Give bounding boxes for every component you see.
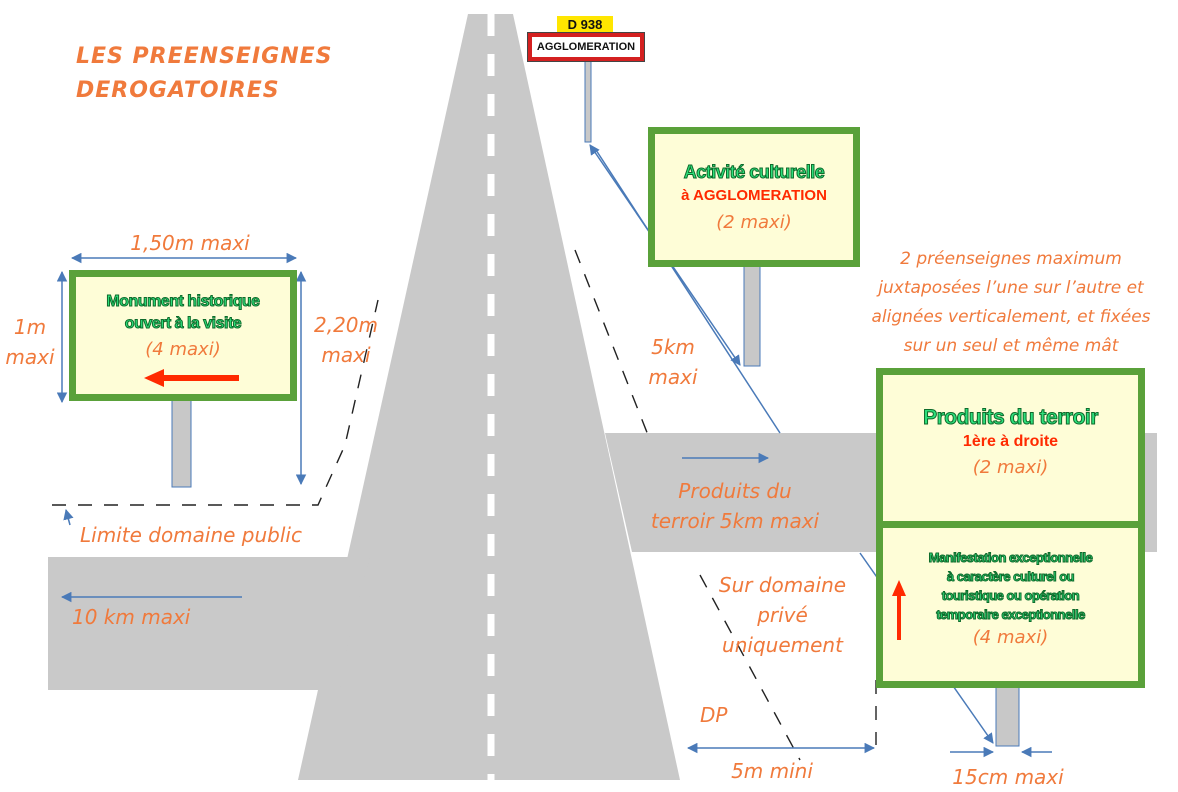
page-title-line-1: LES PREENSEIGNES xyxy=(76,44,333,69)
produits-distance-line-2: terroir 5km maxi xyxy=(650,509,820,533)
total-height-label-line-2: maxi xyxy=(321,343,371,367)
manifestation-sign-count: (4 maxi) xyxy=(972,627,1049,648)
manifestation-sign: Manifestation exceptionnelle à caractère… xyxy=(876,521,1145,688)
produits-sign-line-2: 1ère à droite xyxy=(962,433,1059,450)
agglomeration-sign-post xyxy=(584,59,592,143)
stacked-sign-post xyxy=(995,683,1020,747)
manifestation-sign-line-2: à caractère culturel ou xyxy=(946,569,1075,585)
five-km-label-line-1: 5km xyxy=(651,335,695,359)
mast-note-line-4: sur un seul et même mât xyxy=(903,336,1119,356)
culture-sign-line-2: à AGGLOMERATION xyxy=(681,187,827,204)
main-road xyxy=(298,14,680,780)
public-limit-label: Limite domaine public xyxy=(80,523,302,547)
culture-sign-count: (2 maxi) xyxy=(716,212,792,233)
five-km-label-line-2: maxi xyxy=(648,365,698,389)
left-arrow-icon xyxy=(144,369,239,387)
five-m-label: 5m mini xyxy=(731,759,813,783)
private-domain-line-2: privé xyxy=(757,603,808,627)
manifestation-sign-line-3: touristique ou opération xyxy=(941,588,1080,604)
height-label-line-2: maxi xyxy=(5,345,55,369)
up-arrow-icon xyxy=(892,580,906,640)
total-height-label-line-1: 2,20m xyxy=(313,313,378,337)
monument-sign-line-2: ouvert à la visite xyxy=(124,315,242,333)
private-domain-line-1: Sur domaine xyxy=(718,573,847,597)
fifteen-cm-label: 15cm maxi xyxy=(952,765,1064,789)
manifestation-sign-line-1: Manifestation exceptionnelle xyxy=(928,550,1093,566)
monument-sign-post xyxy=(171,399,192,488)
public-domain-limit-lines xyxy=(52,249,877,761)
culture-sign-post xyxy=(743,265,761,367)
culture-sign: Activité culturelle à AGGLOMERATION (2 m… xyxy=(648,127,860,267)
mast-note-line-1: 2 préenseignes maximum xyxy=(900,249,1122,269)
private-domain-label: Sur domaine privé uniquement xyxy=(700,570,865,660)
ten-km-label: 10 km maxi xyxy=(72,605,191,629)
produits-distance-label: Produits du terroir 5km maxi xyxy=(630,476,840,536)
culture-sign-line-1: Activité culturelle xyxy=(683,162,825,183)
produits-sign-count: (2 maxi) xyxy=(972,457,1049,478)
agglomeration-road-sign: AGGLOMERATION xyxy=(527,32,645,62)
left-road-curve xyxy=(330,557,370,690)
monument-sign-count: (4 maxi) xyxy=(145,339,221,360)
page-title: LES PREENSEIGNES DEROGATOIRES xyxy=(76,40,333,108)
produits-distance-line-1: Produits du xyxy=(678,479,792,503)
width-label: 1,50m maxi xyxy=(130,231,250,255)
mast-note: 2 préenseignes maximum juxtaposées l’une… xyxy=(850,245,1172,361)
left-road xyxy=(48,557,370,690)
height-label: 1m maxi xyxy=(4,312,56,372)
mast-note-line-3: alignées verticalement, et fixées xyxy=(871,307,1151,327)
produits-sign: Produits du terroir 1ère à droite (2 max… xyxy=(876,368,1145,528)
private-domain-line-3: uniquement xyxy=(722,633,843,657)
five-km-label: 5km maxi xyxy=(638,332,708,392)
monument-sign-line-1: Monument historique xyxy=(106,293,261,311)
produits-sign-line-1: Produits du terroir xyxy=(923,406,1099,430)
mast-note-line-2: juxtaposées l’une sur l’autre et xyxy=(878,278,1144,298)
page-title-line-2: DEROGATOIRES xyxy=(76,78,280,103)
manifestation-sign-line-4: temporaire exceptionnelle xyxy=(936,607,1086,623)
route-number-badge: D 938 xyxy=(557,16,613,33)
total-height-label: 2,20m maxi xyxy=(300,310,392,370)
height-label-line-1: 1m xyxy=(13,315,47,339)
monument-sign: Monument historique ouvert à la visite (… xyxy=(69,270,297,401)
dp-label: DP xyxy=(700,703,728,727)
